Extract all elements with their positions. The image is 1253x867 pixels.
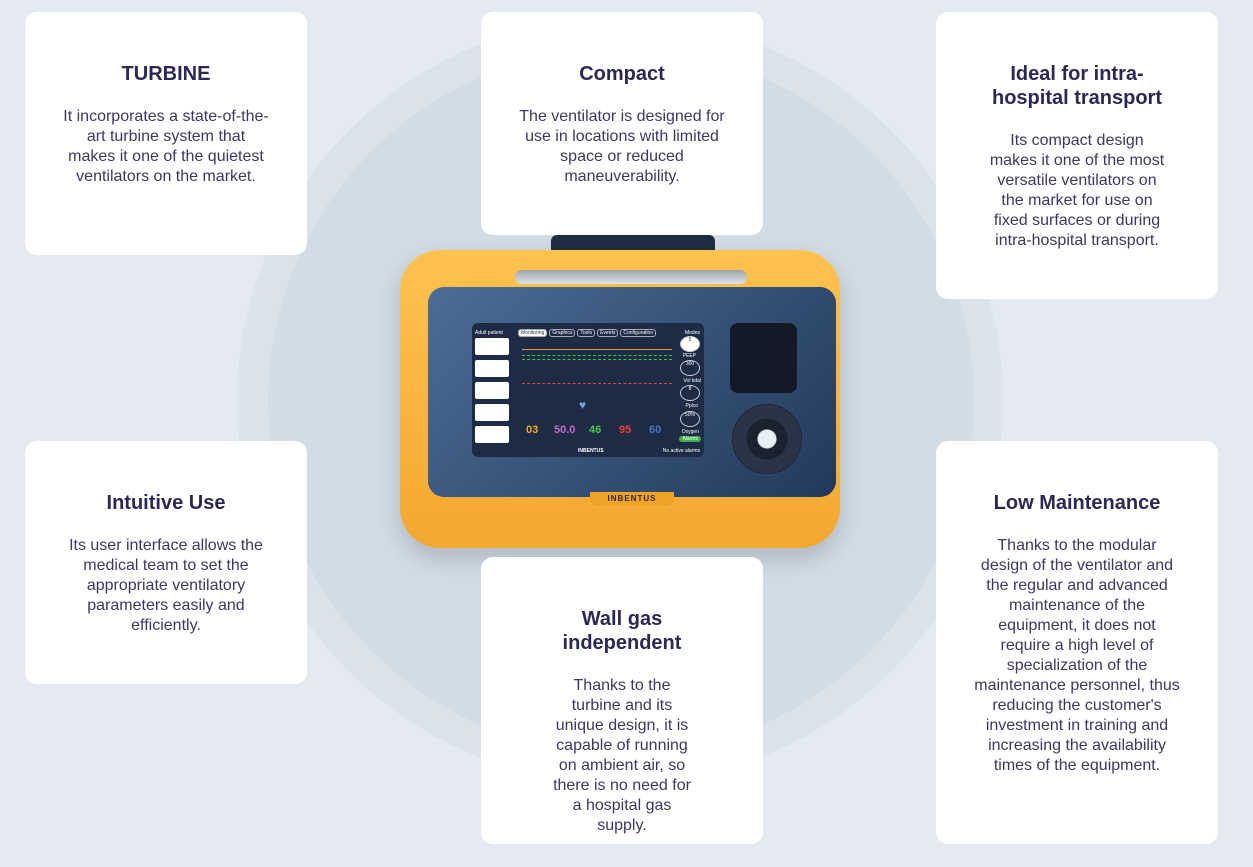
ventilator-knob: [732, 404, 802, 474]
waveform-flow: [522, 383, 672, 384]
vol-tidal-dial: 8: [680, 385, 700, 401]
param-box: [475, 338, 509, 355]
screen-tab: Events: [597, 329, 619, 337]
card-title: TURBINE: [121, 63, 211, 85]
card-text: Thanks to the turbine and its unique des…: [553, 677, 691, 834]
alarm-status: No active alarms: [662, 448, 700, 454]
ventilator-brand-label: INBENTUS: [590, 492, 674, 506]
card-text: The ventilator is designed for use in lo…: [519, 108, 725, 185]
screen-value: 95: [619, 424, 632, 436]
oxygen-label: Oxygen: [681, 429, 699, 435]
screen-tab: Graphics: [549, 329, 576, 337]
alarms-button: Alarms: [679, 436, 701, 442]
card-text: It incorporates a state-of-the-art turbi…: [63, 108, 269, 185]
screen-tab: Tools: [577, 329, 596, 337]
feature-card-wall-gas: Wall gas independent Thanks to the turbi…: [481, 557, 763, 844]
waveform-line: [522, 349, 672, 350]
mode-button: 5: [680, 336, 700, 352]
card-text: Its compact design makes it one of the m…: [989, 132, 1165, 249]
param-box: [475, 426, 509, 443]
screen-value: 50.0: [554, 424, 576, 436]
patient-label: Adult patient: [475, 330, 503, 336]
param-box: [475, 404, 509, 421]
screen-tab: Monitoring: [518, 329, 548, 337]
card-title: Ideal for intra-hospital transport: [991, 63, 1162, 109]
peep-label: PEEP: [682, 353, 696, 359]
param-box: [475, 360, 509, 377]
screen-brand: INBENTUS: [578, 448, 604, 454]
feature-card-intuitive: Intuitive Use Its user interface allows …: [25, 441, 307, 684]
waveform-pressure: [522, 355, 672, 360]
card-text: Its user interface allows the medical te…: [69, 537, 263, 634]
modes-label: Modes: [684, 330, 700, 336]
card-title: Wall gas independent: [562, 608, 682, 654]
param-box: [475, 382, 509, 399]
pplco-label: Pplco: [685, 403, 698, 409]
vol-tidal-label: Vol tidal: [683, 378, 701, 384]
ventilator-keypad: [730, 323, 797, 393]
screen-value: 60: [649, 424, 662, 436]
card-text: Thanks to the modular design of the vent…: [974, 537, 1180, 774]
feature-card-maintenance: Low Maintenance Thanks to the modular de…: [936, 441, 1218, 844]
feature-card-compact: Compact The ventilator is designed for u…: [481, 12, 763, 235]
card-title: Compact: [579, 63, 665, 85]
screen-tabs: Monitoring Graphics Tools Events Configu…: [518, 329, 657, 337]
feature-card-turbine: TURBINE It incorporates a state-of-the-a…: [25, 12, 307, 255]
feature-card-transport: Ideal for intra-hospital transport Its c…: [936, 12, 1218, 299]
screen-value: 46: [589, 424, 602, 436]
lungs-icon: ♥: [579, 398, 587, 412]
ventilator-screen: Adult patient Monitoring Graphics Tools …: [472, 323, 704, 457]
peep-dial: 300: [680, 360, 700, 376]
screen-tab: Configuration: [620, 329, 657, 337]
card-title: Intuitive Use: [106, 492, 226, 514]
ventilator-light-bar: [515, 270, 747, 284]
screen-value: 03: [526, 424, 539, 436]
pplco-dial: 50%: [680, 411, 700, 427]
card-title: Low Maintenance: [993, 492, 1161, 514]
